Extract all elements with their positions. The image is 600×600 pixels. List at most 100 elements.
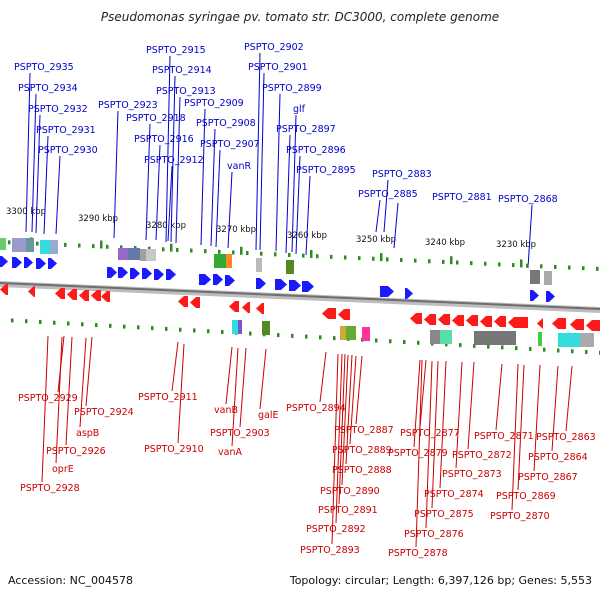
leader-line: [275, 93, 281, 252]
tick-mark: [459, 343, 462, 348]
tick-mark: [319, 335, 322, 340]
leader-line: [319, 351, 327, 403]
forward-gene: [256, 278, 266, 289]
gene-label-bottom: PSPTO_2926: [46, 446, 106, 457]
gene-label-top: PSPTO_2930: [38, 145, 98, 156]
leader-line: [375, 199, 381, 233]
tick-mark: [400, 258, 403, 262]
gene-label-bottom: PSPTO_2924: [74, 407, 134, 418]
leader-line: [345, 354, 353, 465]
gene-label-top: PSPTO_2902: [244, 42, 304, 53]
feature-block: [538, 332, 542, 346]
forward-gene: [36, 258, 46, 269]
reverse-gene: [322, 308, 336, 319]
tick-mark: [53, 320, 56, 325]
leader-line: [167, 165, 173, 242]
gene-label-top: PSPTO_2899: [262, 83, 322, 94]
leader-line: [259, 348, 267, 410]
forward-gene: [48, 258, 57, 269]
tick-mark: [582, 266, 585, 271]
leader-line: [35, 114, 41, 234]
gene-label-top: PSPTO_2908: [196, 118, 256, 129]
bottom-label-leaders: [41, 335, 573, 548]
tick-mark: [512, 263, 515, 268]
tick-mark: [81, 322, 84, 327]
gene-label-bottom: PSPTO_2911: [138, 392, 198, 403]
leader-line: [551, 365, 559, 452]
reverse-gene: [586, 320, 600, 331]
major-tick: [310, 249, 313, 258]
forward-gene: [302, 281, 314, 292]
gene-label-bottom: PSPTO_2863: [536, 432, 596, 443]
kbp-label: 3250 kbp: [356, 235, 396, 245]
gene-label-top: PSPTO_2916: [134, 134, 194, 145]
tick-mark: [193, 328, 196, 333]
leader-line: [511, 363, 519, 511]
leader-line: [255, 52, 261, 251]
leader-line: [171, 341, 179, 392]
leader-line: [527, 204, 533, 269]
tick-mark: [498, 262, 501, 267]
ruler-ticks: [8, 237, 600, 355]
kbp-label: 3230 kbp: [496, 240, 536, 250]
tick-mark: [596, 266, 599, 271]
gene-tracks: [0, 238, 600, 347]
reverse-gene: [256, 303, 264, 314]
leader-line: [25, 72, 31, 233]
leader-line: [455, 361, 463, 469]
gene-label-top: PSPTO_2935: [14, 62, 74, 73]
feature-block: [238, 320, 242, 334]
tick-mark: [67, 321, 70, 326]
reverse-gene: [28, 286, 35, 297]
gene-label-bottom: PSPTO_2891: [318, 505, 378, 516]
tick-mark: [148, 246, 151, 251]
major-tick: [100, 240, 103, 249]
tick-mark: [109, 323, 112, 328]
feature-block: [214, 254, 226, 268]
leader-line: [65, 336, 73, 446]
leader-line: [41, 335, 49, 483]
top-gene-labels: PSPTO_2935PSPTO_2934PSPTO_2932PSPTO_2931…: [14, 42, 558, 205]
reverse-gene: [466, 315, 478, 326]
tick-mark: [330, 254, 333, 259]
gene-label-bottom: vanB: [214, 405, 238, 416]
leader-line: [55, 155, 61, 235]
gene-label-top: PSPTO_2895: [296, 165, 356, 176]
tick-mark: [456, 260, 459, 265]
tick-mark: [232, 250, 235, 255]
major-tick: [520, 259, 523, 268]
tick-mark: [221, 329, 224, 334]
gene-label-bottom: PSPTO_2867: [518, 472, 578, 483]
tick-mark: [428, 259, 431, 264]
major-tick: [240, 246, 243, 255]
feature-block: [580, 333, 594, 347]
tick-mark: [218, 249, 221, 254]
feature-block: [286, 260, 294, 274]
reverse-gene: [0, 284, 8, 295]
gene-label-bottom: PSPTO_2892: [306, 524, 366, 535]
leader-line: [177, 343, 185, 444]
leader-line: [415, 359, 423, 548]
gene-label-bottom: PSPTO_2910: [144, 444, 204, 455]
top-label-leaders: [25, 52, 533, 269]
leader-line: [349, 355, 357, 445]
gene-label-bottom: PSPTO_2874: [424, 489, 484, 500]
tick-mark: [78, 243, 81, 248]
gene-label-top: PSPTO_2881: [432, 192, 492, 203]
leader-line: [285, 134, 291, 254]
tick-mark: [554, 264, 557, 269]
feature-block: [232, 320, 242, 334]
tick-mark: [204, 249, 207, 254]
feature-block: [40, 240, 50, 254]
reverse-gene: [55, 288, 65, 299]
gene-label-top: PSPTO_2883: [372, 169, 432, 180]
leader-line: [295, 155, 301, 255]
tick-mark: [190, 248, 193, 253]
tick-mark: [162, 247, 165, 252]
gene-label-bottom: PSPTO_2890: [320, 486, 380, 497]
gene-label-bottom: PSPTO_2864: [528, 452, 588, 463]
gene-label-bottom: aspB: [76, 428, 99, 439]
tick-mark: [372, 256, 375, 261]
feature-block: [530, 270, 540, 284]
